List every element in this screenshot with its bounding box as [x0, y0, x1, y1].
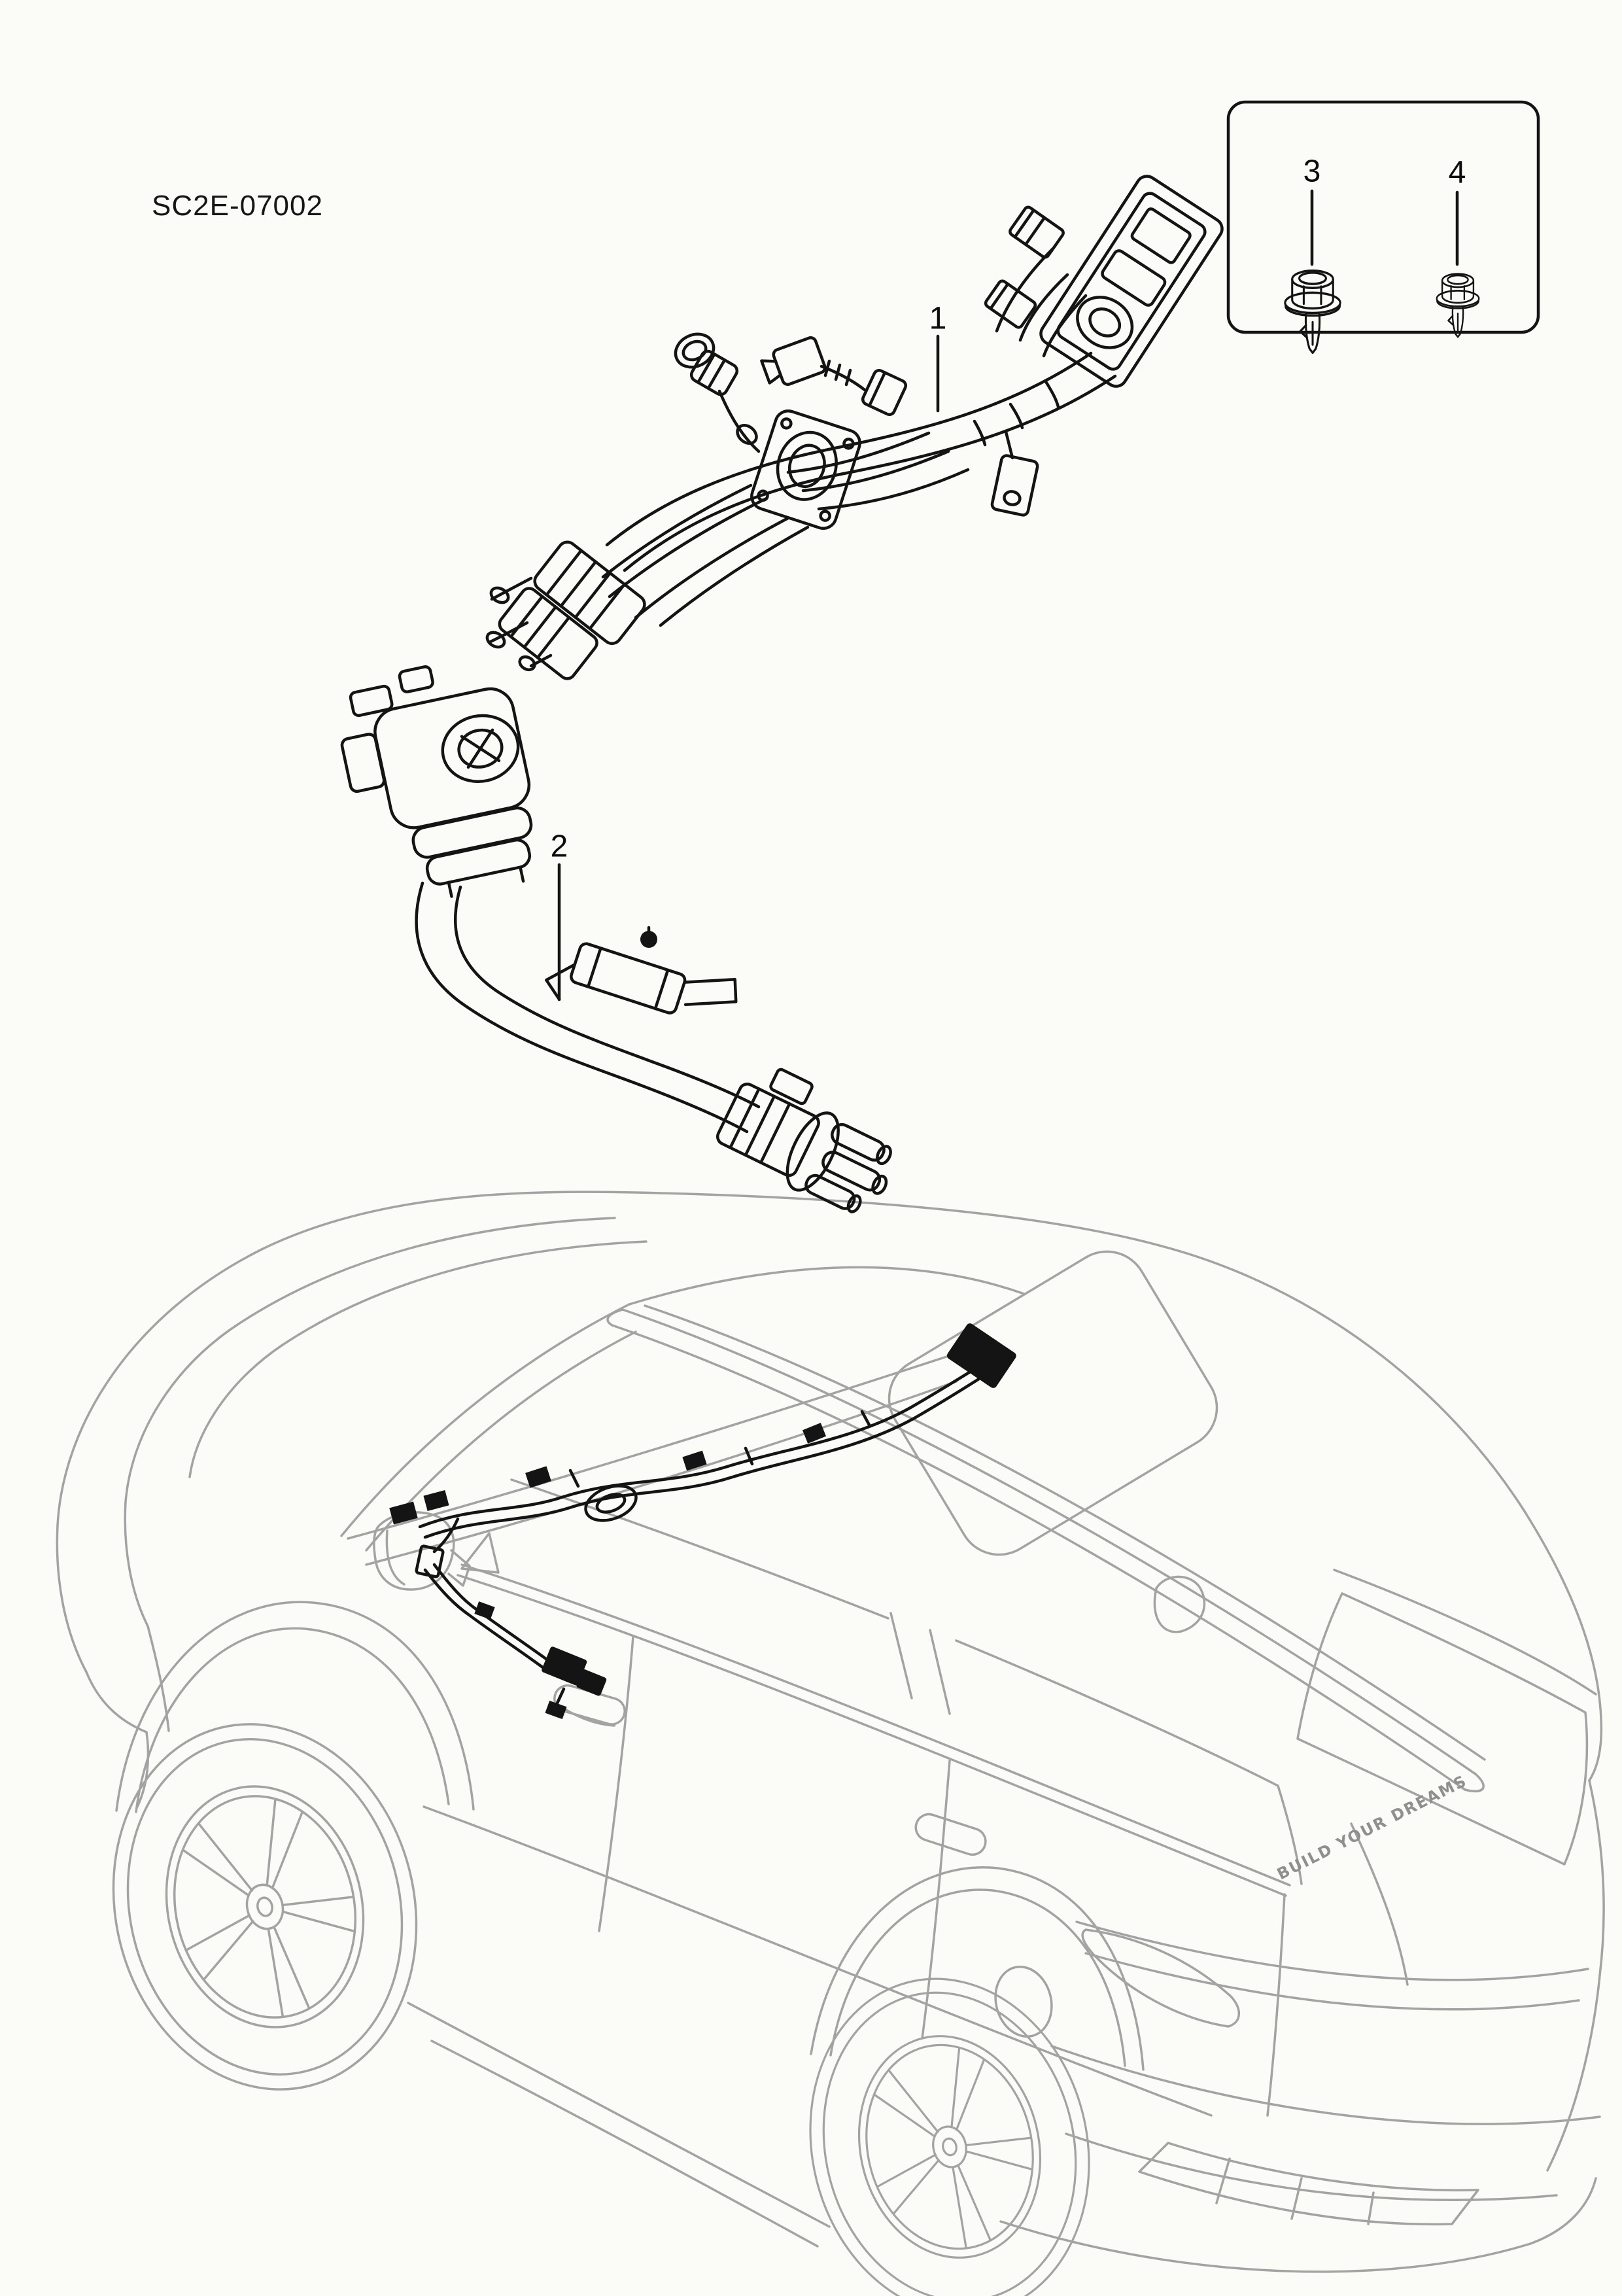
- multi-pin-connector: [716, 1068, 892, 1213]
- harness-branch-connector: [984, 279, 1037, 329]
- charge-port-flap: [994, 1965, 1053, 2038]
- side-mirror: [373, 1511, 471, 1591]
- part-2-door-harness: [340, 665, 892, 1213]
- vehicle-drawing: BUILD YOUR DREAMS: [56, 1191, 1605, 2296]
- installed-harness-1: [389, 1323, 1016, 1554]
- callout-4-label: 4: [1448, 155, 1466, 190]
- installed-harness-2: [415, 1544, 607, 1720]
- diagram-code: SC2E-07002: [152, 190, 323, 222]
- byd-badge-text: BUILD YOUR DREAMS: [1274, 1771, 1470, 1883]
- callout-2-label: 2: [550, 829, 568, 864]
- part-1-main-harness: [485, 175, 1224, 680]
- fastener-inset-box: [1226, 100, 1540, 355]
- harness-mount-bracket: [545, 942, 738, 1015]
- antenna-fin: [1153, 1575, 1206, 1633]
- callout-leader-lines: [557, 189, 1459, 1001]
- inlet-connector: [340, 665, 533, 898]
- harness-flange-plate: [750, 409, 861, 530]
- harness-end-connector: [498, 587, 598, 680]
- front-wheel: [74, 1690, 456, 2123]
- bolt-4: [1436, 273, 1480, 338]
- harness-clip-bracket: [990, 454, 1039, 517]
- callout-1-label: 1: [929, 301, 947, 336]
- rear-door-handle: [914, 1813, 987, 1856]
- bolt-3: [1284, 270, 1341, 355]
- harness-end-connector: [533, 540, 646, 645]
- sunroof: [888, 1250, 1218, 1556]
- rear-wheel: [774, 1947, 1125, 2296]
- harness-branch-connector: [1009, 205, 1065, 259]
- harness-panel-connector: [1039, 175, 1224, 388]
- callout-3-label: 3: [1303, 154, 1321, 189]
